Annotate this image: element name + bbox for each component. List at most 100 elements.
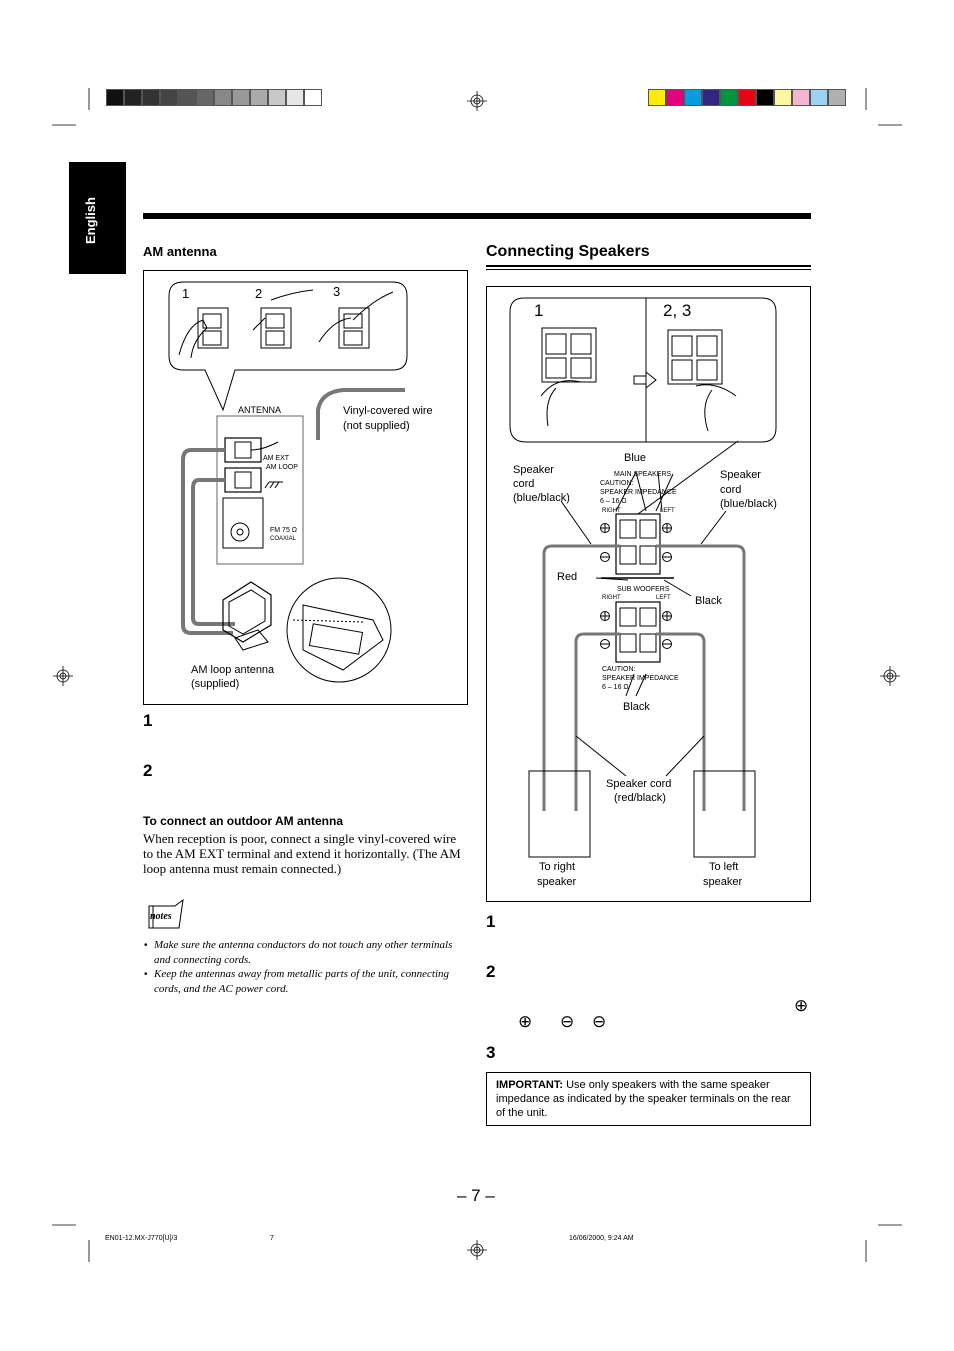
vinyl-wire-label: Vinyl-covered wire (343, 405, 433, 417)
colorbar-swatch (828, 89, 846, 106)
speaker-step-23: 2, 3 (663, 301, 692, 320)
to-left-speaker-l1: To left (709, 861, 739, 873)
registration-mark-bottom (467, 1240, 487, 1260)
grayscale-bar (106, 89, 322, 106)
speaker-cord-left-l1: Speaker (513, 464, 554, 476)
caution-label: CAUTION: (600, 480, 634, 487)
fm-label: FM 75 Ω (270, 527, 298, 534)
to-right-speaker-l1: To right (539, 861, 576, 873)
graybar-swatch (178, 89, 196, 106)
graybar-swatch (106, 89, 124, 106)
registration-mark-top (467, 91, 487, 111)
antenna-label: ANTENNA (238, 405, 282, 415)
speaker-cord-right-l1: Speaker (720, 469, 761, 481)
speaker-step-1: 1 (534, 301, 544, 320)
main-right-label: RIGHT (602, 508, 621, 514)
vinyl-wire-note: (not supplied) (343, 420, 410, 432)
footer-code: EN01-12.MX-J770[U]/3 (105, 1235, 178, 1242)
sub-woofers-label: SUB WOOFERS (617, 586, 670, 593)
am-step-3: 3 (333, 284, 341, 299)
speaker-step-number-1: 1 (486, 912, 496, 931)
speaker-figure (486, 286, 811, 902)
note-item-1: Make sure the antenna conductors do not … (154, 939, 453, 966)
am-antenna-heading: AM antenna (143, 244, 217, 259)
polarity-plus-2: ⊕ (518, 1012, 533, 1031)
cord-red-black-l1: Speaker cord (606, 778, 672, 790)
colorbar-swatch (648, 89, 666, 106)
main-speakers-label: MAIN SPEAKERS (614, 471, 672, 478)
am-step-number-2: 2 (143, 761, 153, 780)
am-step-1: 1 (182, 286, 190, 301)
polarity-minus-1: ⊖ (560, 1012, 575, 1031)
outdoor-antenna-text: When reception is poor, connect a single… (143, 831, 461, 876)
main-left-label: LEFT (660, 508, 675, 514)
impedance-value: 6 – 16 Ω (600, 498, 627, 505)
colorbar-swatch (720, 89, 738, 106)
speaker-step-number-2: 2 (486, 962, 496, 981)
graybar-swatch (142, 89, 160, 106)
sub-caution-label: CAUTION: (602, 666, 636, 673)
note-bullet-1: • (144, 940, 148, 951)
to-left-speaker-l2: speaker (703, 876, 743, 888)
graybar-swatch (286, 89, 304, 106)
speaker-cord-right-l3: (blue/black) (720, 498, 777, 510)
graybar-swatch (160, 89, 178, 106)
am-antenna-illustration (168, 281, 408, 683)
blue-label: Blue (624, 452, 647, 464)
colorbar-swatch (792, 89, 810, 106)
footer-page: 7 (270, 1235, 274, 1242)
red-label: Red (557, 571, 578, 583)
speakers-rule-thin (486, 269, 811, 270)
am-antenna-figure (143, 270, 468, 705)
important-label: IMPORTANT: (496, 1079, 564, 1091)
graybar-swatch (250, 89, 268, 106)
colorbar-swatch (756, 89, 774, 106)
sub-left-label: LEFT (656, 595, 671, 601)
important-text: Use only speakers with the same speaker … (496, 1079, 791, 1119)
sub-impedance-label: SPEAKER IMPEDANCE (602, 675, 679, 682)
am-ext-label: AM EXT (263, 455, 290, 462)
cord-red-black-l2: (red/black) (614, 792, 666, 804)
footer-date: 16/06/2000, 9:24 AM (569, 1235, 634, 1242)
graybar-swatch (214, 89, 232, 106)
am-loop-label: AM LOOP (266, 464, 298, 471)
note-bullet-2: • (144, 969, 148, 980)
black-label-bottom: Black (623, 701, 650, 713)
notes-icon-label: notes (150, 911, 172, 922)
colorbar-swatch (810, 89, 828, 106)
am-step-number-1: 1 (143, 711, 153, 730)
colorbar-swatch (684, 89, 702, 106)
graybar-swatch (304, 89, 322, 106)
graybar-swatch (124, 89, 142, 106)
color-bar (648, 89, 846, 106)
registration-mark-right (880, 666, 900, 686)
colorbar-swatch (738, 89, 756, 106)
colorbar-swatch (774, 89, 792, 106)
loop-antenna-label: AM loop antenna (191, 664, 275, 676)
language-tab: English (69, 162, 126, 274)
impedance-label: SPEAKER IMPEDANCE (600, 489, 677, 496)
registration-mark-left (53, 666, 73, 686)
sub-impedance-value: 6 – 16 Ω (602, 684, 629, 691)
header-rule (143, 213, 811, 219)
speaker-cord-left-l3: (blue/black) (513, 492, 570, 504)
language-label: English (83, 197, 98, 244)
connecting-speakers-heading: Connecting Speakers (486, 243, 650, 260)
speaker-cord-left-l2: cord (513, 478, 535, 490)
sub-right-label: RIGHT (602, 595, 621, 601)
colorbar-swatch (702, 89, 720, 106)
am-step-2: 2 (255, 286, 263, 301)
important-box: IMPORTANT: Use only speakers with the sa… (486, 1072, 811, 1126)
speaker-step-number-3: 3 (486, 1043, 496, 1062)
graybar-swatch (268, 89, 286, 106)
outdoor-antenna-heading: To connect an outdoor AM antenna (143, 814, 343, 828)
note-item-2: Keep the antennas away from metallic par… (154, 968, 450, 995)
polarity-minus-2: ⊖ (592, 1012, 607, 1031)
speaker-cord-right-l2: cord (720, 484, 742, 496)
speakers-rule (486, 265, 811, 267)
page-number: – 7 – (457, 1186, 495, 1205)
notes-icon: notes (145, 898, 187, 934)
to-right-speaker-l2: speaker (537, 876, 577, 888)
coaxial-label: COAXIAL (270, 536, 297, 542)
